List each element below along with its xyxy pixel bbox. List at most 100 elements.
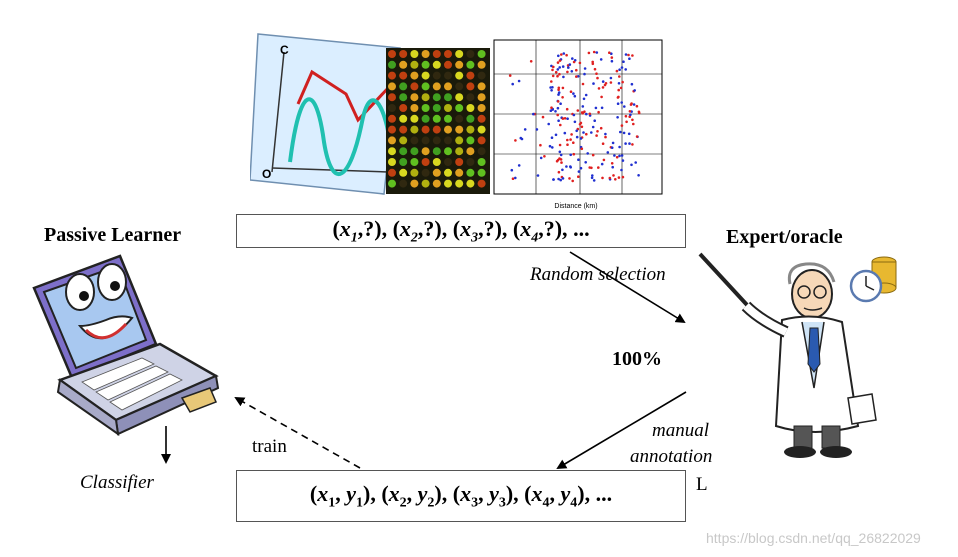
scatter-point-blue bbox=[592, 179, 596, 182]
microarray-spot bbox=[410, 50, 419, 58]
microarray-spot bbox=[421, 179, 430, 188]
scatter-point-red bbox=[552, 65, 555, 69]
microarray-spot bbox=[477, 158, 486, 166]
microarray-spot bbox=[477, 125, 486, 134]
microarray-spot bbox=[399, 125, 408, 134]
microarray-spot bbox=[466, 125, 475, 134]
scatter-point-blue bbox=[577, 158, 580, 161]
tuple-x: x bbox=[399, 215, 411, 241]
tuple-y-sub: 1 bbox=[356, 495, 363, 511]
tuple-y: ? bbox=[423, 215, 435, 241]
scatter-point-red bbox=[621, 175, 625, 179]
scatter-point-red bbox=[556, 61, 560, 64]
scatter-point-red bbox=[630, 102, 633, 105]
scatter-point-blue bbox=[517, 79, 521, 83]
microarray-spot bbox=[466, 60, 475, 69]
microarray-spot bbox=[388, 125, 396, 134]
manual-annotation-label-line2: annotation bbox=[630, 446, 713, 467]
train-label: train bbox=[252, 436, 287, 457]
scatter-point-blue bbox=[606, 151, 610, 154]
scatter-point-blue bbox=[591, 125, 595, 129]
scatter-point-red bbox=[566, 70, 569, 74]
scatter-point-blue bbox=[523, 128, 527, 131]
scatter-point-blue bbox=[630, 82, 634, 86]
scatter-point-red bbox=[593, 67, 597, 71]
microarray-spot bbox=[388, 50, 396, 58]
scatter-point-red bbox=[597, 166, 600, 169]
scatter-point-red bbox=[625, 120, 628, 124]
scatter-point-red bbox=[565, 107, 569, 111]
scatter-point-red bbox=[600, 95, 603, 99]
scatter-point-blue bbox=[610, 59, 614, 63]
scatter-point-blue bbox=[557, 91, 561, 94]
scatter-point-red bbox=[572, 152, 576, 156]
microarray-spot bbox=[444, 114, 452, 123]
scatter-point-red bbox=[569, 90, 573, 93]
scatter-point-blue bbox=[616, 102, 620, 105]
scatter-point-blue bbox=[536, 174, 540, 177]
scatter-point-blue bbox=[579, 137, 583, 140]
scatter-point-blue bbox=[562, 75, 565, 79]
scatter-point-red bbox=[529, 60, 533, 63]
scatter-point-blue bbox=[551, 146, 554, 149]
microarray-spot bbox=[421, 60, 430, 69]
scatter-point-blue bbox=[582, 97, 586, 101]
scatter-point-red bbox=[560, 53, 563, 56]
scatter-point-blue bbox=[558, 66, 561, 69]
svg-text:C: C bbox=[280, 43, 289, 57]
scatter-plot-icon: Distance (km) bbox=[493, 39, 663, 210]
scatter-point-red bbox=[610, 162, 614, 165]
scatter-point-red bbox=[615, 69, 619, 73]
microarray-spot bbox=[477, 104, 486, 112]
scatter-point-red bbox=[617, 176, 621, 179]
microarray-spot bbox=[444, 179, 452, 188]
microarray-spot bbox=[444, 168, 452, 177]
microarray-spot bbox=[466, 82, 475, 91]
microarray-spot bbox=[410, 93, 419, 102]
tuple-x-sub: 2 bbox=[410, 230, 418, 246]
microarray-spot bbox=[421, 125, 430, 134]
microarray-spot bbox=[410, 158, 419, 166]
microarray-spot bbox=[432, 158, 441, 166]
microarray-spot bbox=[477, 60, 486, 69]
random-selection-label: Random selection bbox=[530, 264, 666, 285]
tuple-x: x bbox=[520, 215, 532, 241]
data-images-cluster: C O Distance (km) bbox=[250, 33, 663, 210]
microarray-spot bbox=[399, 71, 408, 80]
scatter-point-red bbox=[558, 59, 562, 62]
scatter-point-red bbox=[508, 74, 512, 77]
scatter-point-red bbox=[604, 135, 607, 139]
laptop-learner-icon bbox=[32, 254, 220, 437]
microarray-spot bbox=[455, 168, 464, 177]
microarray-spot bbox=[399, 147, 408, 156]
scatter-point-blue bbox=[590, 176, 594, 180]
microarray-spot bbox=[466, 147, 475, 156]
microarray-spot bbox=[399, 50, 408, 58]
tuple-x-sub: 4 bbox=[531, 230, 539, 246]
scatter-point-blue bbox=[556, 106, 560, 110]
scatter-point-blue bbox=[510, 168, 514, 172]
unlabeled-tuple: (x3,?), bbox=[452, 215, 513, 246]
scatter-point-red bbox=[595, 134, 598, 137]
ellipsis: ... bbox=[573, 215, 590, 241]
tuple-y-sub: 3 bbox=[498, 495, 506, 511]
scatter-point-blue bbox=[634, 161, 637, 164]
microarray-spot bbox=[466, 158, 475, 166]
scatter-point-red bbox=[557, 88, 560, 91]
scatter-point-red bbox=[601, 86, 605, 89]
scatter-point-red bbox=[596, 76, 599, 80]
tuple-x-sub: 1 bbox=[350, 230, 358, 246]
tuple-x: x bbox=[339, 215, 351, 241]
microarray-spot bbox=[410, 147, 419, 156]
scatter-point-red bbox=[615, 155, 619, 159]
scatter-point-red bbox=[631, 143, 634, 146]
passive-learner-label: Passive Learner bbox=[44, 224, 182, 246]
scatter-point-red bbox=[558, 157, 561, 160]
microarray-spot bbox=[444, 158, 452, 166]
scatter-point-blue bbox=[539, 156, 543, 160]
scatter-point-red bbox=[558, 143, 562, 147]
scatter-point-red bbox=[628, 110, 632, 113]
scatter-point-blue bbox=[616, 116, 619, 119]
microarray-spot bbox=[410, 168, 419, 177]
tuple-x-sub: 4 bbox=[542, 495, 550, 511]
